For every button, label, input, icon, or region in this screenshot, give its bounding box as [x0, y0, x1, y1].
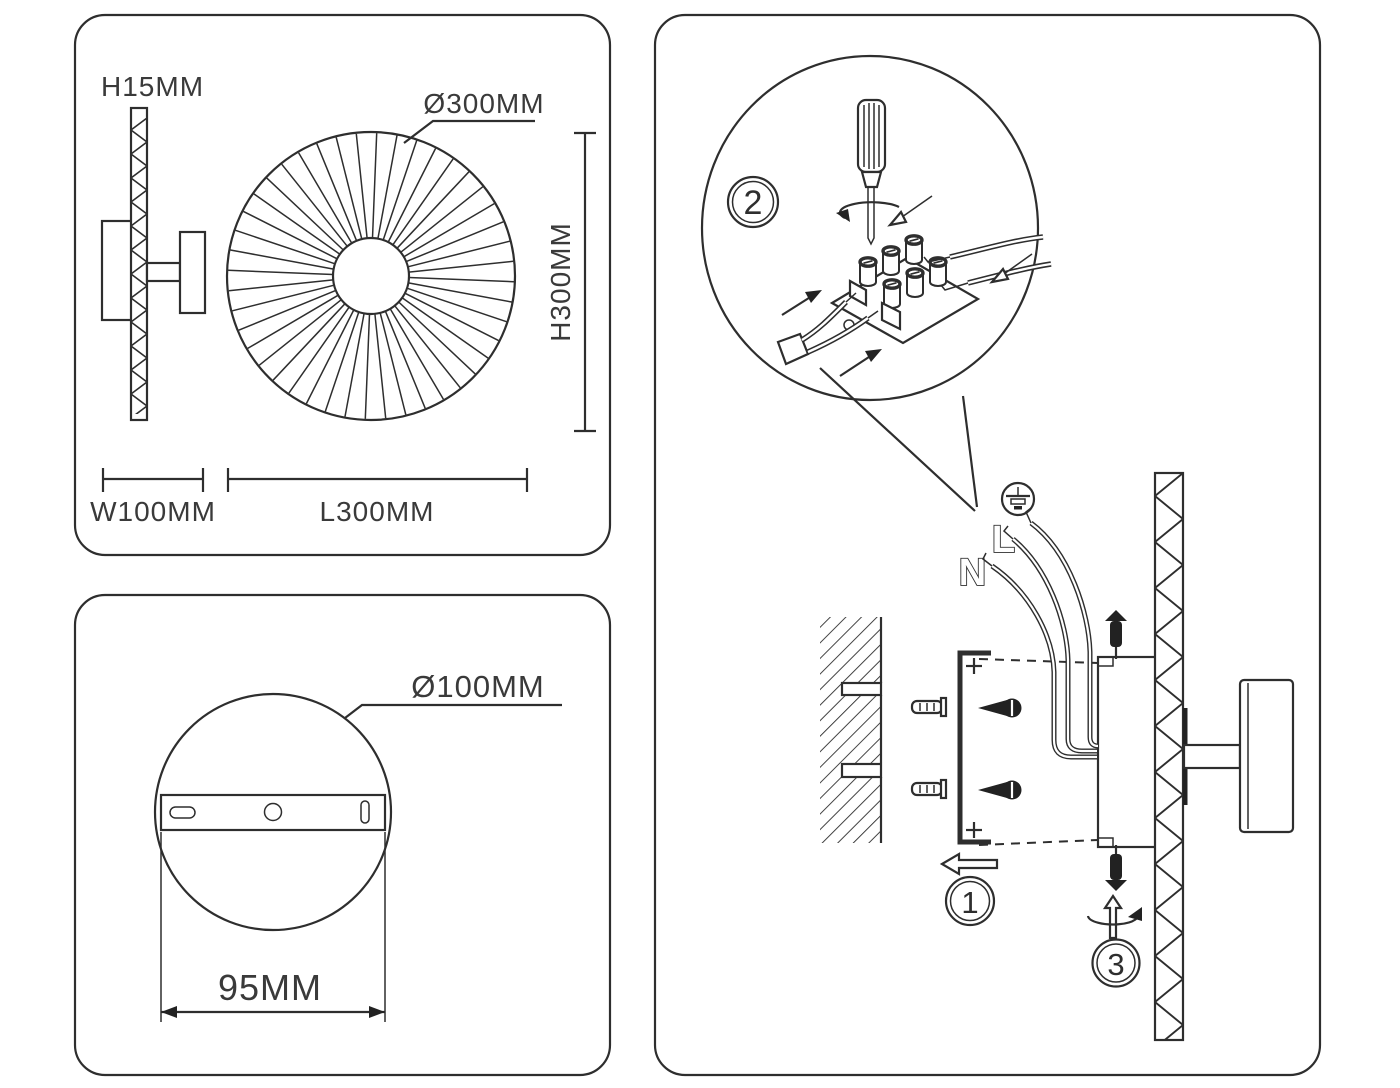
step-2-number: 2 — [744, 184, 763, 222]
front-cap — [1238, 678, 1295, 834]
bubble-funnel-right — [961, 395, 979, 508]
front-cap-side — [178, 230, 207, 315]
hole-spacing-dimension: 95MM — [160, 832, 386, 1022]
detail-bubble — [700, 54, 1040, 512]
diameter-callout: Ø300MM — [403, 88, 544, 144]
length-dimension: L300MM — [226, 468, 529, 527]
wall-anchor-top — [910, 696, 948, 718]
lamp-side-view — [100, 106, 207, 422]
screwdriver-icon — [836, 98, 900, 246]
keyhole-slot — [169, 806, 196, 819]
fixing-screw-bottom — [1105, 845, 1127, 891]
plate-diameter-callout: Ø100MM — [344, 669, 562, 719]
screw-top — [978, 698, 1022, 718]
mounting-bar — [159, 793, 387, 832]
step-1-arrow — [939, 852, 999, 876]
arrow-top — [887, 210, 908, 227]
step-2-badge: 2 — [726, 175, 780, 229]
wire-port-1 — [848, 279, 868, 307]
mains-wires — [982, 507, 1099, 760]
drill-hole-top — [840, 681, 883, 697]
wall-hatch — [820, 617, 883, 843]
mounting-bracket — [957, 650, 991, 845]
step-1-number: 1 — [961, 885, 978, 920]
panel-mounting-plate: Ø100MM 95MM — [73, 593, 612, 1077]
arrow-bottom — [865, 349, 882, 362]
length-label: L300MM — [320, 496, 435, 527]
wall-anchor-bottom — [910, 778, 948, 800]
wires-right — [923, 234, 1052, 291]
live-wire-label: L — [992, 519, 1016, 561]
diffuser-texture — [131, 118, 147, 414]
panel-installation: 2 — [653, 13, 1322, 1077]
cable-left — [776, 292, 879, 366]
panel-dimensions: H15MM Ø300MM H300MM — [73, 13, 612, 557]
side-height-label: H15MM — [101, 71, 204, 102]
cable-hole — [263, 802, 283, 822]
wire-port-2 — [880, 301, 902, 331]
drill-hole-bottom — [840, 762, 883, 779]
front-height-dimension: H300MM — [545, 131, 596, 433]
insert-arrows — [781, 195, 1033, 377]
box-notch-bottom — [1098, 837, 1114, 847]
diffuser-strip-texture — [1155, 473, 1183, 1040]
terminal-block — [776, 195, 1052, 377]
screw-rotation-icon — [1086, 894, 1142, 940]
ground-icon — [1000, 481, 1036, 517]
hole-spacing-label: 95MM — [218, 967, 322, 1008]
canopy-side — [100, 219, 134, 322]
stem-side — [145, 261, 182, 283]
panel-plate-border — [73, 593, 612, 1077]
disc-outer — [225, 130, 517, 422]
bubble-funnel-left — [819, 367, 976, 512]
screw-bottom — [978, 780, 1022, 800]
disc-hub — [331, 236, 411, 316]
projection-bottom — [978, 839, 1099, 846]
width-dimension: W100MM — [90, 468, 216, 527]
step-3-badge: 3 — [1091, 938, 1141, 988]
disc-spokes — [228, 133, 514, 419]
mounting-plate — [153, 692, 393, 932]
step-1-badge: 1 — [944, 875, 996, 927]
stem — [1182, 743, 1242, 770]
driver-box — [1096, 655, 1158, 849]
lamp-assembly-side — [1153, 471, 1295, 1042]
arrow-right — [989, 267, 1010, 284]
front-height-label: H300MM — [545, 222, 576, 342]
screw-slot — [360, 800, 370, 824]
box-notch-top — [1098, 657, 1114, 667]
diameter-label: Ø300MM — [423, 88, 544, 119]
width-label: W100MM — [90, 496, 216, 527]
projection-top — [978, 658, 1099, 664]
neutral-wire-label: N — [959, 552, 987, 594]
lamp-front-view — [225, 130, 517, 422]
plate-diameter-label: Ø100MM — [411, 669, 544, 704]
terminal-barrels — [858, 234, 948, 309]
fixing-screw-top — [1105, 610, 1127, 659]
arrow-left — [805, 290, 822, 303]
step-3-number: 3 — [1107, 947, 1124, 982]
